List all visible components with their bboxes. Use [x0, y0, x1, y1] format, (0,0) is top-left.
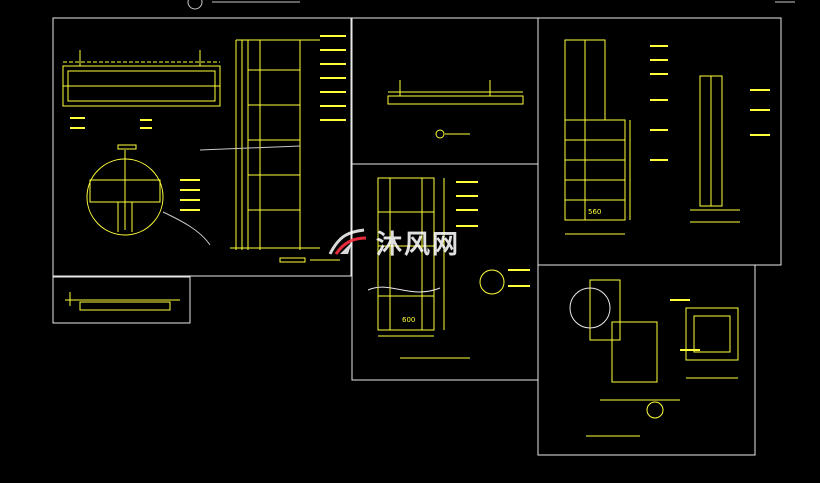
detail-f-callouts [670, 299, 700, 351]
detail-b-drawing [387, 80, 524, 139]
detail-e-drawing [65, 292, 180, 311]
detail-d-drawing [367, 177, 505, 359]
dimension-label: 600 [402, 316, 415, 324]
frame-panel-e [52, 276, 191, 324]
detail-c-drawing [564, 39, 740, 235]
watermark: 沐风网 [326, 222, 496, 262]
frame-panel-a [52, 17, 352, 277]
detail-a-drawing [62, 39, 340, 263]
panel-frames [52, 17, 782, 456]
mufeng-logo-icon [328, 228, 367, 255]
watermark-text: 沐风网 [376, 230, 461, 260]
detail-f-drawing [569, 279, 739, 437]
top-title-strip [187, 0, 795, 10]
dimension-label: 560 [588, 208, 601, 216]
frame-panel-f [537, 264, 756, 456]
detail-d-callouts [456, 181, 530, 287]
detail-c-callouts [650, 45, 770, 161]
detail-a-callouts [70, 35, 346, 211]
